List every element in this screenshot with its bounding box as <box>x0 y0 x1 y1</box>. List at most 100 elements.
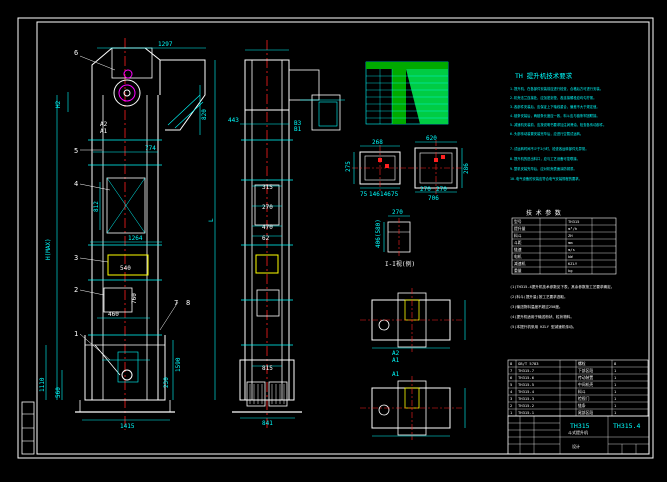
dim-270: 270 <box>262 204 273 211</box>
part-row-6-qty: 1 <box>614 396 617 401</box>
side-view-dimensions: 443 B3 B1 315 270 470 62 815 841 L <box>208 117 302 427</box>
dim-540: 540 <box>120 265 131 272</box>
dim-230: 230 <box>163 377 170 388</box>
note-line-6: 6.头部传动装置安装完毕后，应进行空载试运转。 <box>510 131 583 136</box>
dim-812: 812 <box>93 201 100 212</box>
outer-frame <box>17 17 654 459</box>
technical-notes: TH 提升机技术要求 1.提升机、在各部件安装前应进行检查，合格后方可进行安装。… <box>510 71 606 181</box>
sec-a-dim-275: 275 <box>345 161 352 172</box>
sec-a-dim-146b: 146 <box>380 191 391 198</box>
part-row-3-qty: 1 <box>614 375 617 380</box>
tech-row-4-label: 斗距 <box>514 240 522 245</box>
bottom-notes: (1)TH315-4提升机技术参数见下表，其余参数按工艺要求确定。 (2)料斗(… <box>510 284 614 329</box>
part-number-8: 8 <box>186 299 190 307</box>
tech-row-8-label: 重量 <box>514 268 522 273</box>
dim-1297: 1297 <box>158 41 173 48</box>
sec-b-dim-706: 706 <box>428 195 439 202</box>
part-row-8-name: 尾部区段 <box>578 410 593 415</box>
dim-841: 841 <box>262 420 273 427</box>
section-b-dims: 620 270 270 706 286 <box>420 135 470 202</box>
part-row-2-no: 7 <box>510 368 512 373</box>
part-row-4-qty: 1 <box>614 382 617 387</box>
dim-b3: B3 <box>294 120 302 127</box>
section-c-labels: 270 406(580) I-I视(例) <box>375 209 415 268</box>
side-view <box>214 40 345 430</box>
drive-detail-lower <box>360 376 466 440</box>
part-row-3-name: 传动装置 <box>578 375 593 380</box>
part-row-1-no: 8 <box>510 361 513 366</box>
label-a1: A1 <box>100 128 108 135</box>
dim-l: L <box>208 218 215 222</box>
note-line-8: 8.提升机的进出料口，应与工艺设备可靠联接。 <box>510 156 580 161</box>
tech-row-5-label: 链速 <box>514 247 522 252</box>
sec-c-dim-406: 406(580) <box>375 219 382 248</box>
dim-1110: 1110 <box>39 377 46 392</box>
dim-62: 62 <box>262 235 270 242</box>
part-number-3: 3 <box>74 254 78 262</box>
dim-820: 820 <box>201 109 208 120</box>
bottom-note-4: (4)提升机适用于输送粉状、粒状物料。 <box>510 314 574 319</box>
part-row-5-no: 4 <box>510 389 513 394</box>
dim-815: 815 <box>262 365 273 372</box>
part-row-1-qty: 8 <box>614 361 617 366</box>
drive-detail-labels: A2 A1 A1 <box>392 350 400 378</box>
note-line-7: 7.试运转时间不少于2小时，检查各运转部件无异常。 <box>510 146 589 151</box>
sec-c-label: I-I视(例) <box>385 260 415 268</box>
tech-row-5-value: m/s <box>568 247 575 252</box>
part-row-2-qty: 1 <box>614 368 617 373</box>
part-number-2: 2 <box>74 286 78 294</box>
sec-b-dim-620: 620 <box>426 135 437 142</box>
part-row-4-code: TH315.5 <box>518 382 534 387</box>
note-line-2: 2.机壳法兰连接处，应加密封垫，各连接螺栓应均匀拧紧。 <box>510 95 596 100</box>
dim-315: 315 <box>262 184 273 191</box>
part-row-1-code: GB/T 5783 <box>518 361 539 366</box>
tech-row-8-value: kg <box>568 268 573 273</box>
part-row-5-code: TH315.4 <box>518 389 535 394</box>
part-row-8-no: 1 <box>510 410 513 415</box>
dim-h2: H2 <box>55 100 62 108</box>
tech-table-title: 技 术 参 数 <box>526 209 561 217</box>
drawing-subtitle: 斗式提升机 <box>568 429 588 435</box>
part-number-5: 5 <box>74 147 78 155</box>
tech-row-2-label: 提升量 <box>514 226 526 231</box>
sec-b-dim-270b: 270 <box>436 186 447 193</box>
part-row-7-name: 链条 <box>578 403 586 408</box>
dim-460: 460 <box>108 311 119 318</box>
note-line-9: 9.整机安装完毕后，应对机壳表面涂防锈漆。 <box>510 166 577 171</box>
sec-b-dim-270a: 270 <box>420 186 431 193</box>
part-row-3-code: TH315.6 <box>518 375 535 380</box>
tech-row-2-value: m³/h <box>568 226 577 231</box>
tech-row-6-value: kW <box>568 254 573 259</box>
tech-row-3-value: ZH <box>568 233 573 238</box>
part-row-5-qty: 1 <box>614 389 617 394</box>
dim-443: 443 <box>228 117 239 124</box>
sec-c-dim-270: 270 <box>392 209 403 216</box>
note-line-1: 1.提升机、在各部件安装前应进行检查，合格后方可进行安装。 <box>510 86 603 91</box>
tech-row-7-value: KZLY <box>568 261 578 266</box>
dim-hmax: H(MAX) <box>45 238 52 260</box>
part-row-8-qty: 1 <box>614 410 617 415</box>
detail-label-a2: A2 <box>392 350 400 357</box>
bottom-note-2: (2)料斗(提升量)按工艺要求选取。 <box>510 294 568 299</box>
part-row-6-name: 检视门 <box>578 396 590 401</box>
dim-1590: 1590 <box>175 357 182 372</box>
dim-1415: 1415 <box>120 423 135 430</box>
drive-detail-upper <box>360 288 466 352</box>
front-view-labels: 6 5 4 3 2 1 7 8 <box>74 49 190 338</box>
front-view-dimensions: 1297 774 1264 540 460 1415 A2 A1 H(MAX) … <box>39 41 208 430</box>
note-line-5: 5.减速机安装前，应按说明书要求加注润滑油，检查各传动部件。 <box>510 122 606 127</box>
note-line-3: 3.各部件安装后，应保证上下轴线重合，偏差不大于规定值。 <box>510 104 600 109</box>
tech-row-1-label: 型号 <box>514 219 522 224</box>
dim-760: 760 <box>131 293 138 304</box>
parts-list: 8 GB/T 5783 螺栓 8 7 TH315.7 下部区段 1 6 TH31… <box>507 359 649 417</box>
part-number-7: 7 <box>174 299 178 307</box>
part-row-7-no: 2 <box>510 403 512 408</box>
part-row-8-code: TH315.1 <box>518 410 535 415</box>
part-row-6-no: 3 <box>510 396 512 401</box>
tech-row-3-label: 料斗 <box>514 233 522 238</box>
bottom-note-1: (1)TH315-4提升机技术参数见下表，其余参数按工艺要求确定。 <box>510 284 614 289</box>
bottom-note-5: (5)本提升机采用 KZLY 型减速机传动。 <box>510 324 576 329</box>
notes-title: TH 提升机技术要求 <box>515 71 573 80</box>
inner-frame <box>36 21 650 455</box>
